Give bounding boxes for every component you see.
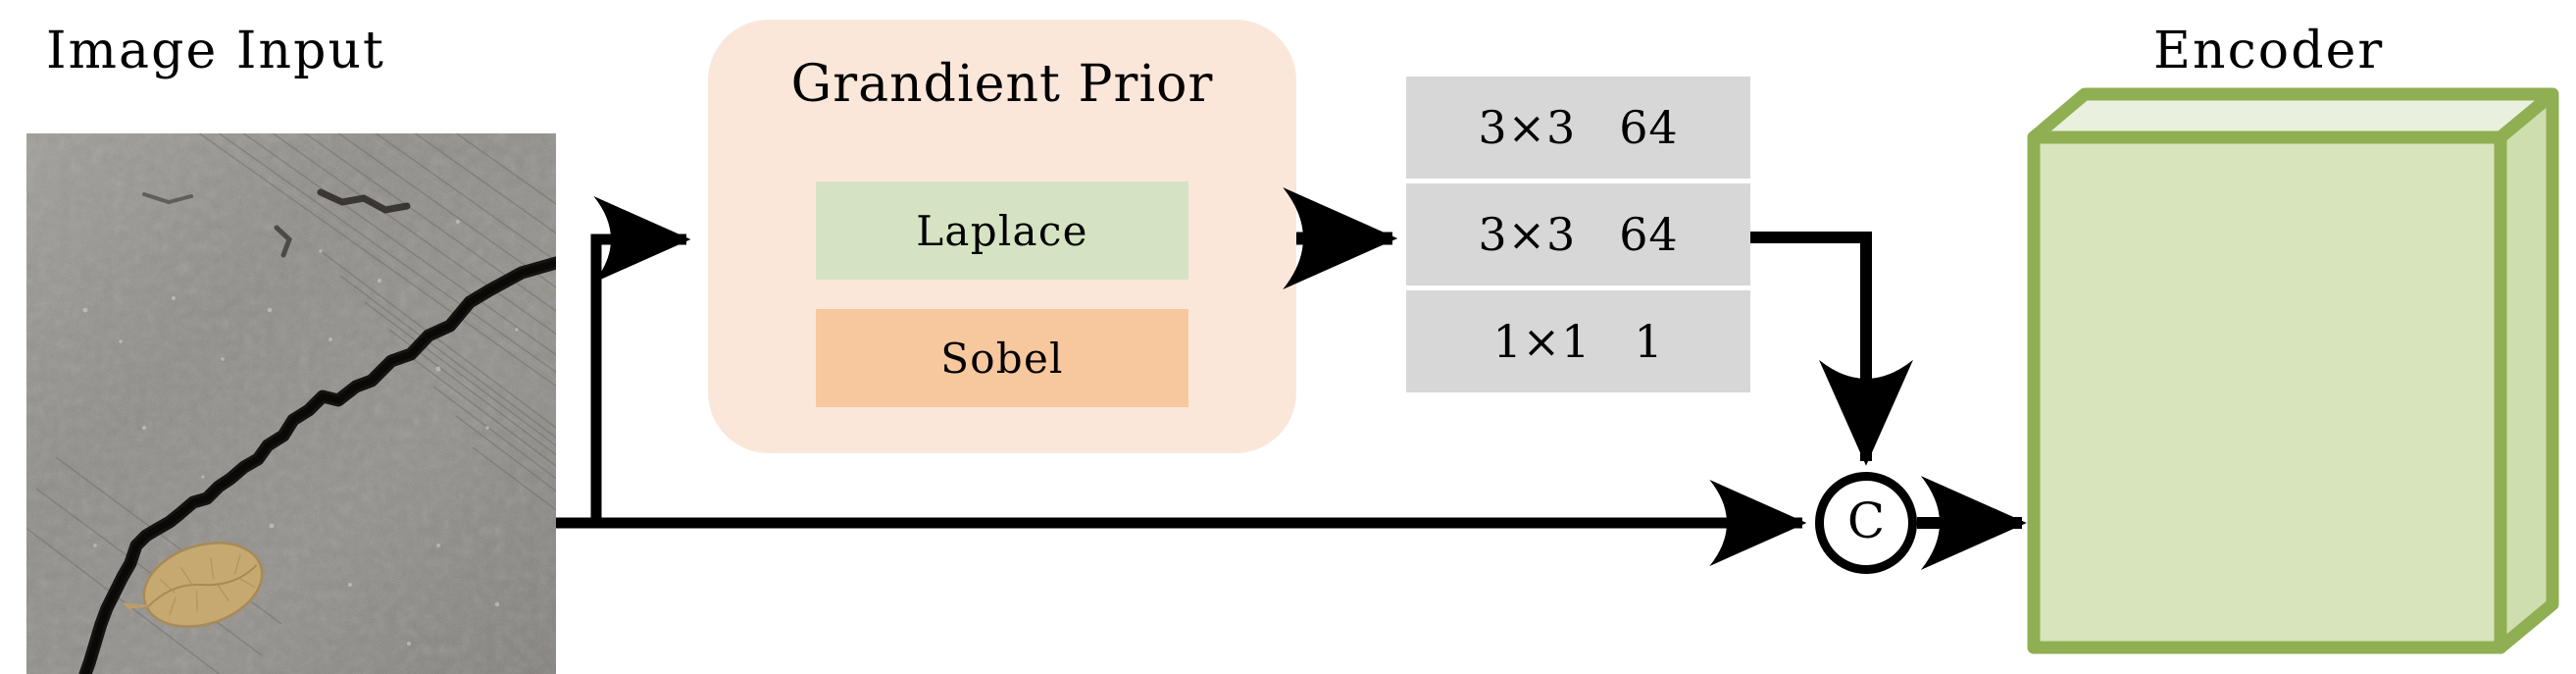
page-title-image-input: Image Input <box>46 22 386 80</box>
conv-channel-count: 64 <box>1619 101 1679 154</box>
connector-conv-to-concat <box>1750 232 1913 466</box>
page-title-encoder: Encoder <box>2153 22 2385 80</box>
prior-operator-sobel-label: Sobel <box>940 334 1064 383</box>
concat-node[interactable]: C <box>1815 472 1917 574</box>
concat-node-label: C <box>1846 493 1886 549</box>
conv-kernel-size: 3×3 <box>1478 208 1577 261</box>
prior-operator-laplace-label: Laplace <box>916 206 1088 255</box>
conv-row[interactable]: 1×1 1 <box>1406 290 1750 392</box>
conv-kernel-size: 1×1 <box>1492 315 1591 368</box>
gradient-prior-title: Grandient Prior <box>790 55 1214 114</box>
conv-row[interactable]: 3×3 64 <box>1406 183 1750 285</box>
prior-operator-laplace[interactable]: Laplace <box>816 181 1188 280</box>
connector-input-to-gradient-prior <box>590 196 691 523</box>
conv-row[interactable]: 3×3 64 <box>1406 77 1750 179</box>
conv-channel-count: 64 <box>1619 208 1679 261</box>
conv-channel-count: 1 <box>1634 315 1664 368</box>
conv-layer-stack: 3×3 64 3×3 64 1×1 1 <box>1406 77 1750 392</box>
input-image-photo <box>26 133 556 674</box>
conv-kernel-size: 3×3 <box>1478 101 1577 154</box>
gradient-prior-panel: Grandient Prior Laplace Sobel <box>708 20 1296 453</box>
prior-operator-sobel[interactable]: Sobel <box>816 309 1188 407</box>
encoder-block[interactable] <box>2026 86 2560 655</box>
